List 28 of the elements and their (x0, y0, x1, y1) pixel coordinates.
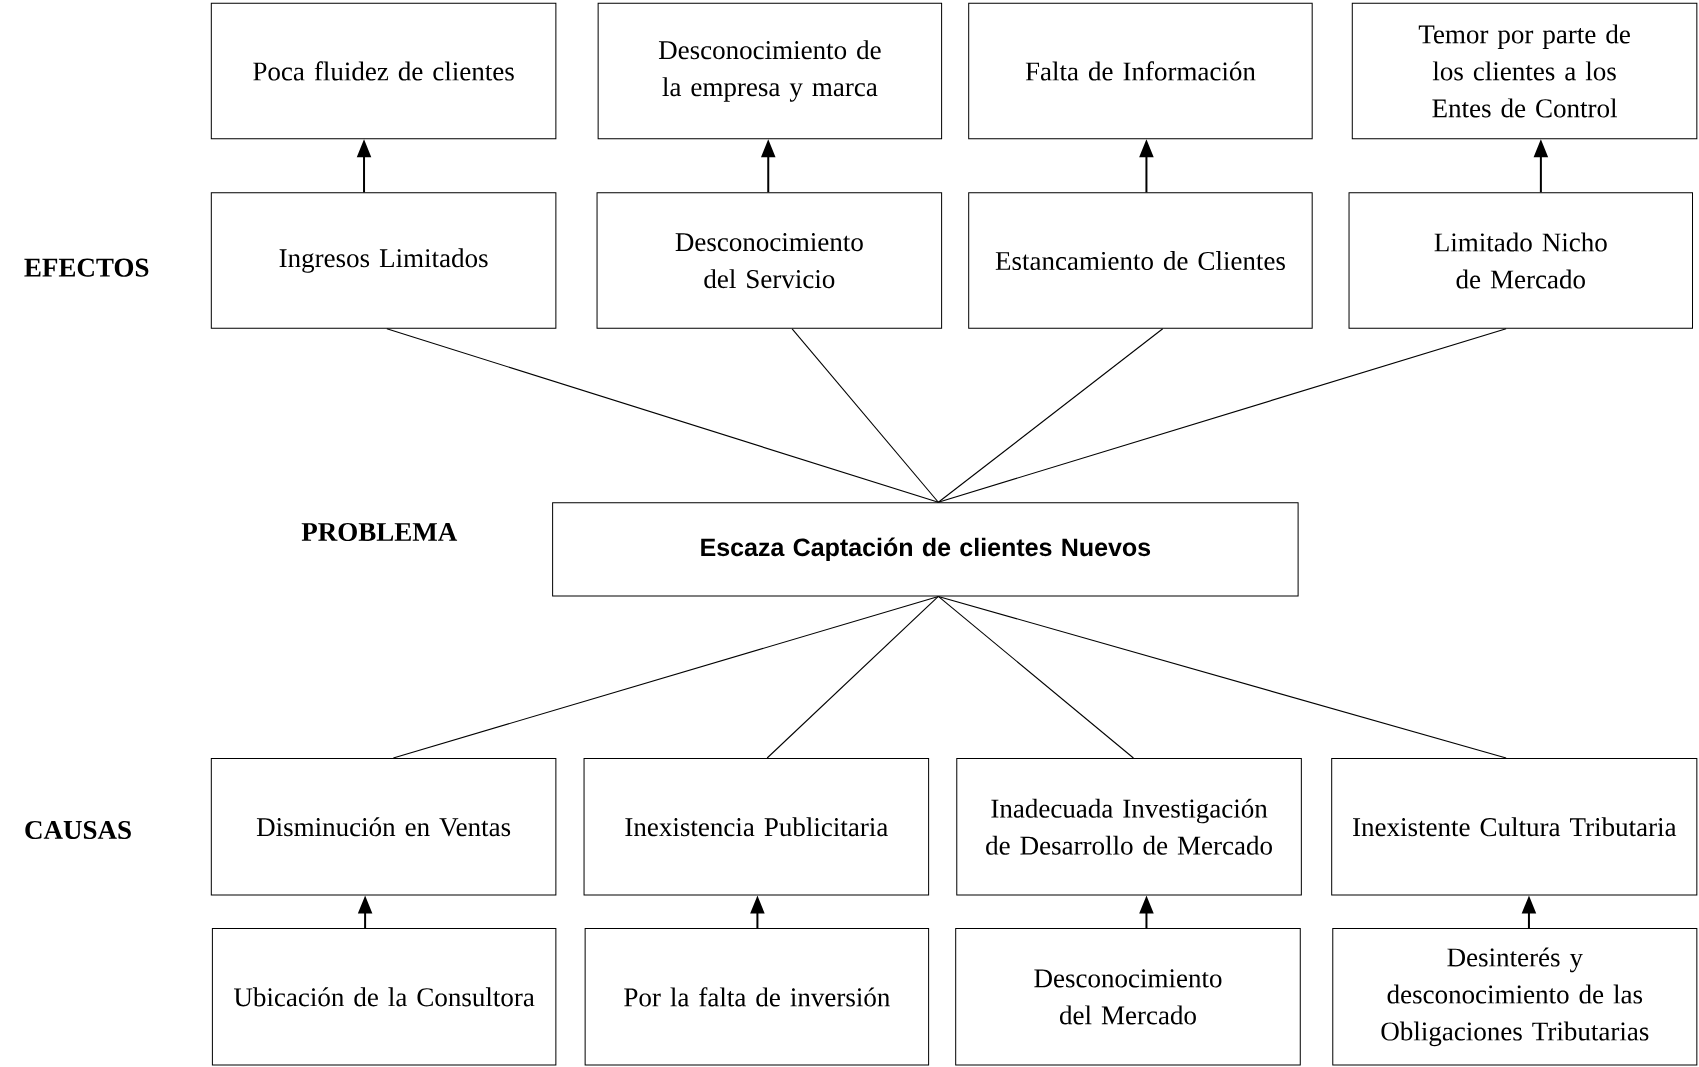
section-label: EFECTOS (24, 258, 149, 277)
connector-line (937, 328, 1164, 503)
connector-line (386, 328, 939, 503)
connector-line (937, 328, 1507, 503)
problem-box: Escaza Captación de clientes Nuevos (552, 502, 1299, 597)
cause-box: Desconocimiento del Mercado (955, 928, 1301, 1066)
connector-line (766, 595, 939, 759)
effect-box: Falta de Información (968, 2, 1313, 140)
cause-box: Inexistencia Publicitaria (583, 758, 930, 896)
effect-box: Ingresos Limitados (210, 192, 557, 329)
effect-box: Estancamiento de Clientes (968, 192, 1313, 329)
cause-box: Disminución en Ventas (210, 758, 557, 896)
connector-line (937, 595, 1134, 759)
connector-line (791, 328, 939, 503)
section-label: CAUSAS (25, 820, 131, 840)
cause-box: Inexistente Cultura Tributaria (1331, 758, 1698, 896)
cause-box: Desinterés y desconocimiento de las Obligaciones Tributarias (1332, 928, 1698, 1066)
effect-box: Poca fluidez de clientes (210, 2, 557, 140)
effect-box: Desconocimiento del Servicio (596, 192, 943, 329)
section-label: PROBLEMA (301, 522, 458, 542)
cause-box: Ubicación de la Consultora (211, 928, 557, 1066)
connector-line (392, 595, 939, 759)
effect-box: Desconocimiento de la empresa y marca (597, 2, 943, 140)
effect-box: Temor por parte de los clientes a los Entes de Control (1351, 2, 1698, 140)
cause-box: Inadecuada Investigación de Desarrollo de Mercado (956, 758, 1302, 896)
cause-box: Por la falta de inversión (584, 928, 930, 1066)
effect-box: Limitado Nicho de Mercado (1348, 192, 1693, 329)
connector-line (937, 595, 1507, 759)
